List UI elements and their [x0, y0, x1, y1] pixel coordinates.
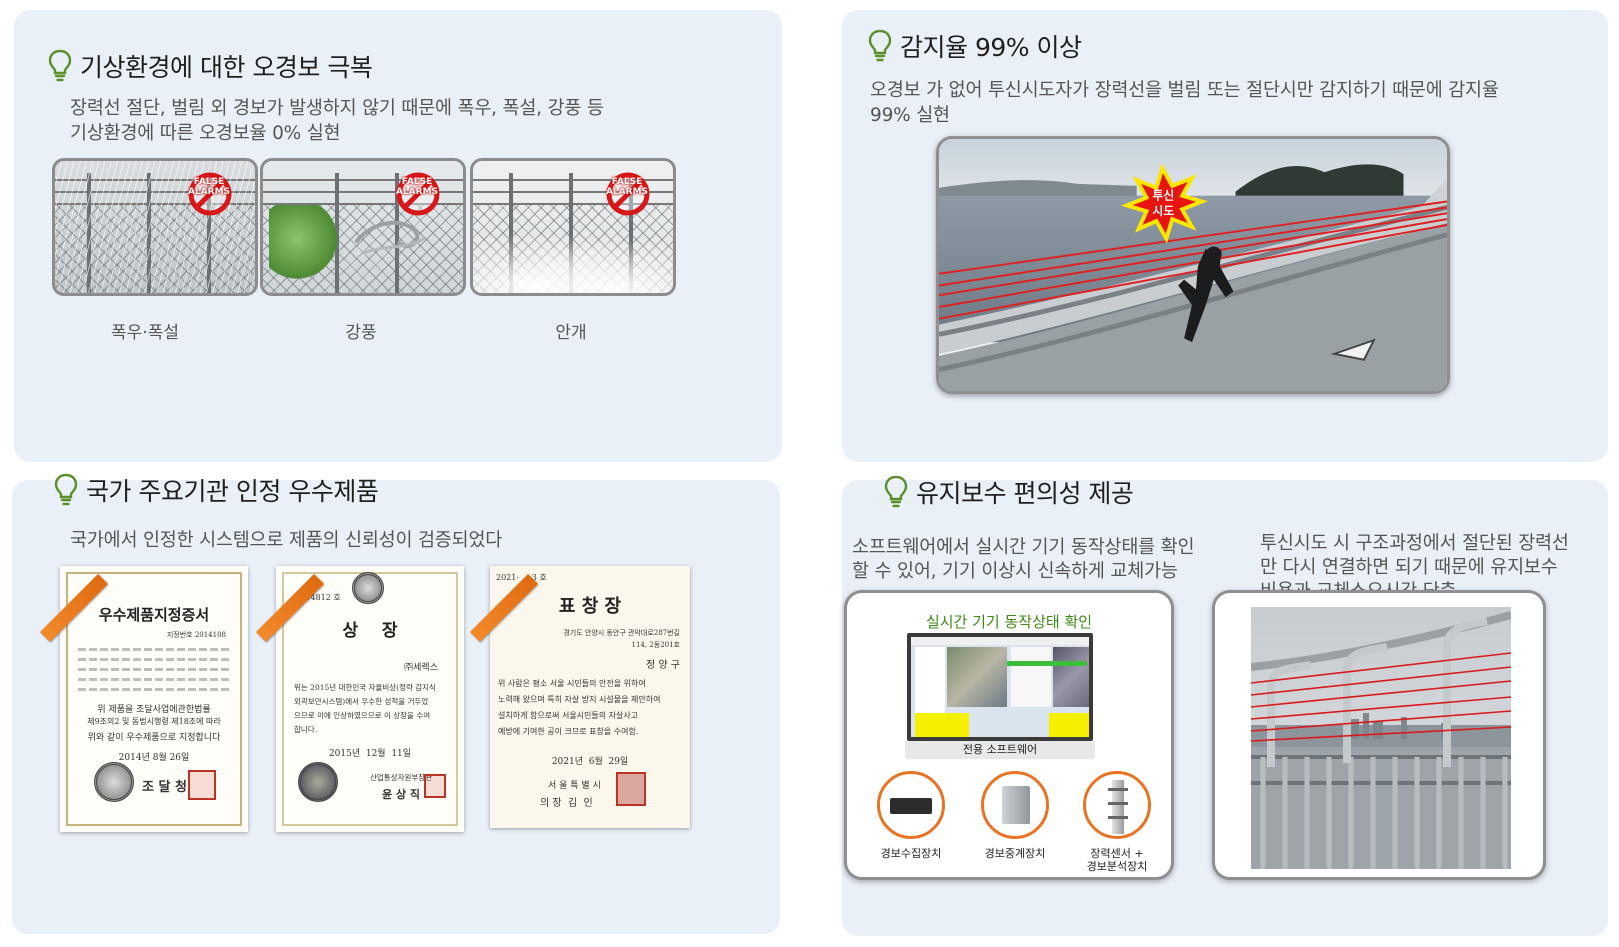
software-title: 실시간 기기 동작상태 확인	[925, 613, 1093, 631]
red-stamp-icon	[616, 772, 646, 806]
caption-fog: 안개	[555, 323, 587, 343]
certificate-excellent-product: 우수제품지정증서 지정번호 2014108 위 제품을 조달사업에관한법률 제9…	[60, 566, 248, 832]
device-label-relay: 경보중계장치	[984, 847, 1046, 860]
section1-description: 장력선 절단, 벌림 외 경보가 발생하지 않기 때문에 폭우, 폭설, 강풍 …	[70, 96, 750, 146]
device-label-collector: 경보수집장치	[880, 847, 942, 860]
software-screenshot	[907, 633, 1093, 741]
section2-heading: 감지율 99% 이상	[868, 28, 1082, 64]
lightbulb-icon	[884, 475, 908, 509]
section1-title: 기상환경에 대한 오경보 극복	[80, 53, 373, 82]
section1-desc-line2: 기상환경에 따른 오경보율 0% 실현	[70, 123, 341, 144]
svg-text:시도: 시도	[1152, 204, 1174, 218]
caption-rain-snow: 폭우·폭설	[111, 323, 179, 343]
no-false-alarm-icon	[606, 172, 650, 216]
cert1-number: 지정번호 2014108	[166, 631, 226, 639]
section2-desc-line2: 99% 실현	[870, 105, 950, 126]
bridge-railing-photo-box	[1212, 590, 1546, 880]
bridge-railing-photo	[1251, 607, 1511, 869]
wind-swirl-icon	[355, 220, 425, 255]
section4-heading: 유지보수 편의성 제공	[884, 474, 1134, 510]
tension-sensor-device-icon	[1083, 771, 1151, 839]
jumper-silhouette-icon	[1178, 248, 1234, 343]
alarm-collector-device-icon	[877, 771, 945, 839]
section3-heading: 국가 주요기관 인정 우수제품	[54, 472, 379, 508]
software-status-box: 실시간 기기 동작상태 확인 전용 소프트웨어 경보수집장치 경보중계장치 장력…	[844, 590, 1174, 880]
no-false-alarm-icon	[396, 172, 440, 216]
cert1-title: 우수제품지정증서	[98, 606, 210, 624]
red-stamp-icon	[424, 774, 446, 798]
caption-wind: 강풍	[345, 323, 377, 343]
certificate-award: 제14812 호 상 장 ㈜세렉스 위는 2015년 대한민국 자율비상(정략 …	[276, 566, 464, 832]
red-stamp-icon	[188, 770, 216, 800]
lightbulb-icon	[54, 473, 78, 507]
official-seal-icon	[94, 762, 134, 802]
lightbulb-icon	[48, 49, 72, 83]
section3-description: 국가에서 인정한 시스템으로 제품의 신뢰성이 검증되었다	[70, 530, 503, 551]
alarm-relay-device-icon	[981, 771, 1049, 839]
cert2-title: 상 장	[342, 621, 398, 641]
section4-title: 유지보수 편의성 제공	[916, 479, 1134, 508]
bridge-jump-attempt-photo: 투신 시도	[936, 136, 1450, 394]
national-emblem-icon	[352, 572, 384, 604]
gold-seal-icon	[298, 762, 338, 802]
section4-left-description: 소프트웨어에서 실시간 기기 동작상태를 확인 할 수 있어, 기기 이상시 신…	[852, 537, 1195, 582]
device-label-tension-sensor: 장력센서 + 경보분석장치	[1086, 847, 1148, 873]
certificate-commendation: 2021- 3 호 표 창 장 경기도 안양시 동안구 관악대로287번길 11…	[490, 566, 690, 828]
software-caption: 전용 소프트웨어	[905, 741, 1095, 759]
svg-text:투신: 투신	[1152, 189, 1174, 203]
section2-description: 오경보 가 없어 투신시도자가 장력선을 벌림 또는 절단시만 감지하기 때문에…	[870, 78, 1610, 128]
no-false-alarm-icon	[188, 172, 232, 216]
section1-desc-line1: 장력선 절단, 벌림 외 경보가 발생하지 않기 때문에 폭우, 폭설, 강풍 …	[70, 98, 604, 119]
cert3-title: 표 창 장	[558, 596, 622, 617]
lightbulb-icon	[868, 29, 892, 63]
section2-desc-line1: 오경보 가 없어 투신시도자가 장력선을 벌림 또는 절단시만 감지하기 때문에…	[870, 80, 1499, 101]
section3-title: 국가 주요기관 인정 우수제품	[86, 477, 379, 506]
alert-burst-icon	[1120, 163, 1208, 244]
section1-heading: 기상환경에 대한 오경보 극복	[48, 48, 373, 84]
section2-title: 감지율 99% 이상	[900, 33, 1082, 62]
